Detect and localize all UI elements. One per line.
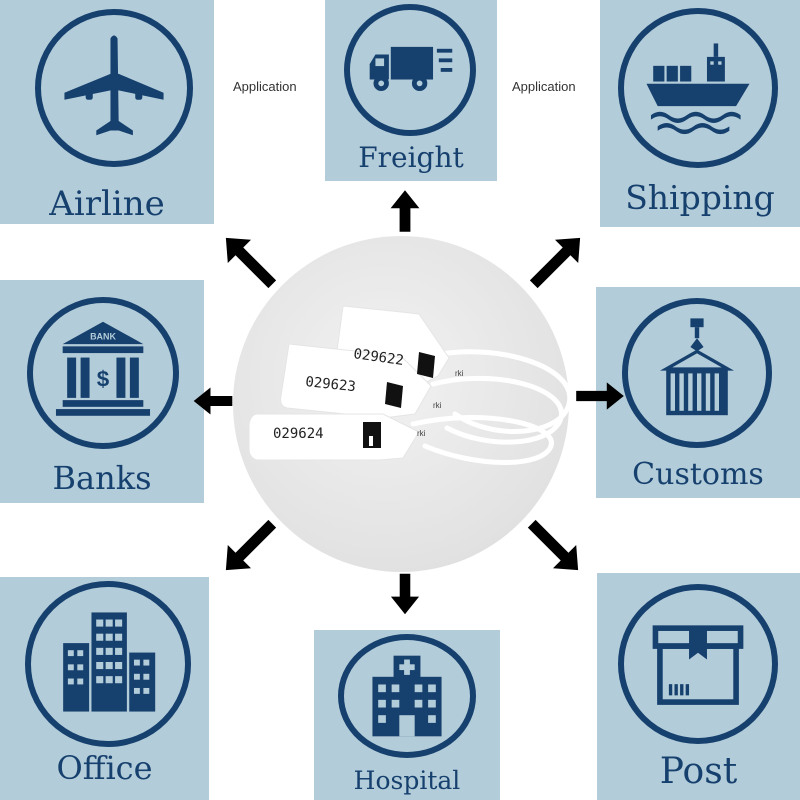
airline-icon-ring	[35, 9, 193, 167]
arrow-right-customs	[576, 382, 624, 410]
truck-icon	[369, 46, 453, 92]
tile-customs: Customs	[596, 287, 800, 498]
arrow-down-hospital	[390, 573, 420, 615]
freight-icon-ring	[344, 4, 476, 136]
dollar-sign: $	[97, 367, 110, 392]
application-note-right: Application	[512, 79, 576, 94]
tile-hospital: Hospital	[314, 630, 500, 800]
customs-icon-ring	[622, 298, 772, 448]
office-icon-ring	[25, 581, 191, 747]
hospital-icon-ring	[338, 634, 476, 758]
seal-brand-1: rki	[455, 369, 464, 378]
arrow-up-right-shipping	[529, 237, 581, 289]
freight-label: Freight	[358, 141, 464, 174]
post-label: Post	[659, 751, 738, 792]
arrow-left-banks	[193, 387, 233, 415]
banks-label: Banks	[52, 459, 152, 497]
customs-label: Customs	[632, 457, 764, 492]
bank-icon: BANK $	[55, 321, 151, 416]
center-product-circle: 029622 029623 029624 rki rki rki	[233, 236, 569, 572]
hospital-label: Hospital	[353, 766, 461, 795]
arrow-up-left-airline	[225, 237, 277, 289]
tile-banks: BANK $ Banks	[0, 280, 204, 503]
arrow-down-right-post	[527, 519, 579, 571]
bank-sign-text: BANK	[90, 332, 116, 342]
seal-brand-3: rki	[417, 429, 426, 438]
office-label: Office	[56, 749, 153, 787]
shipping-icon-ring	[618, 8, 778, 168]
seal-brand-2: rki	[433, 401, 442, 410]
tile-post: Post	[597, 573, 800, 800]
application-note-left: Application	[233, 79, 297, 94]
arrow-up-freight	[390, 190, 420, 232]
arrow-down-left-office	[225, 519, 277, 571]
security-seals-image: 029622 029623 029624 rki rki rki	[248, 305, 569, 465]
shipping-label: Shipping	[625, 178, 775, 217]
cargo-ship-icon	[646, 43, 750, 135]
airline-label: Airline	[49, 184, 165, 224]
tile-airline: Airline	[0, 0, 214, 224]
tile-office: Office	[0, 577, 209, 800]
banks-icon-ring: BANK $	[27, 297, 179, 449]
seal-number-3: 029624	[273, 426, 324, 442]
crane-container-icon	[659, 318, 735, 416]
seal-number-2: 029623	[305, 374, 357, 395]
post-icon-ring	[618, 584, 778, 744]
seal-number-1: 029622	[352, 346, 404, 369]
airplane-icon	[64, 35, 164, 136]
parcel-box-icon	[652, 625, 744, 705]
office-building-icon	[63, 612, 156, 712]
tile-freight: Freight	[325, 0, 497, 181]
tile-shipping: Shipping	[600, 0, 800, 227]
hospital-icon	[372, 655, 442, 737]
